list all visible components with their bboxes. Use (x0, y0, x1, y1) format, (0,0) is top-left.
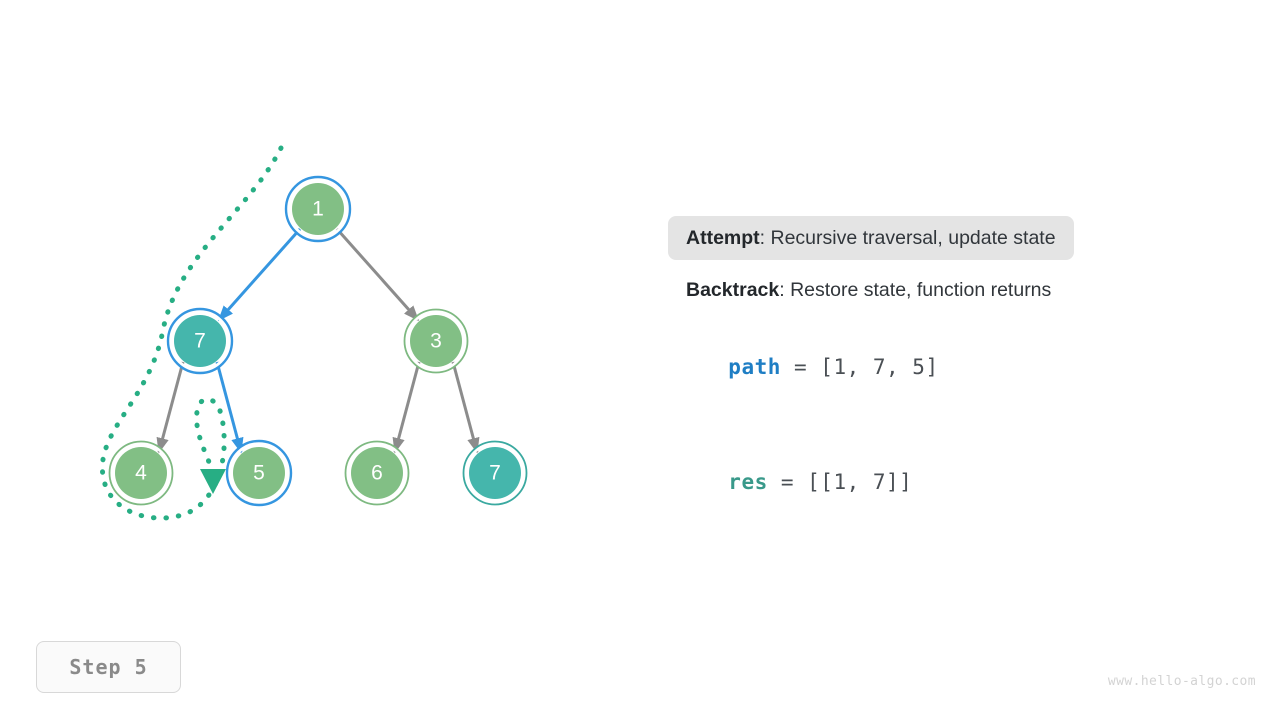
tree-edges (156, 228, 480, 454)
tree-node-6[interactable]: 6 (344, 440, 410, 506)
edge-7-to-4 (156, 361, 185, 454)
step-badge: Step 5 (36, 641, 181, 693)
tree-node-label: 4 (135, 462, 147, 485)
tree-node-1[interactable]: 1 (284, 175, 352, 243)
edge-1-to-7 (217, 228, 302, 322)
tree-node-label: 6 (371, 462, 383, 485)
edge-3-to-7 (451, 361, 480, 454)
tree-nodes: 1 7 3 4 5 6 (108, 175, 528, 507)
tree-node-3[interactable]: 3 (403, 308, 469, 374)
tree-node-label: 3 (430, 330, 442, 353)
attempt-label: Attempt (686, 227, 760, 249)
path-value: = [1, 7, 5] (780, 355, 939, 379)
edge-3-to-6 (392, 361, 421, 454)
tree-node-label: 1 (312, 198, 324, 221)
path-variable-line: path = [1, 7, 5] (702, 331, 939, 379)
res-keyword: res (728, 470, 768, 494)
backtrack-label: Backtrack (686, 279, 780, 302)
tree-node-7-right[interactable]: 7 (462, 440, 528, 506)
backtrack-trace-path (99, 145, 284, 521)
res-value: = [[1, 7]] (767, 470, 913, 494)
tree-node-label: 7 (194, 330, 206, 353)
tree-node-label: 5 (253, 462, 265, 485)
edge-7-to-5 (215, 361, 244, 454)
binary-tree-diagram: 1 7 3 4 5 6 (99, 145, 528, 521)
watermark-text: www.hello-algo.com (1107, 674, 1256, 689)
attempt-text: : Recursive traversal, update state (759, 227, 1056, 249)
tree-node-label: 7 (489, 462, 501, 485)
backtrack-text: : Restore state, function returns (779, 279, 1052, 302)
tree-node-5[interactable]: 5 (225, 439, 293, 507)
tree-node-7-left[interactable]: 7 (166, 307, 234, 375)
watermark: www.hello-algo.com (1108, 674, 1256, 689)
explanation-panel: Attempt: Recursive traversal, update sta… (668, 216, 1206, 313)
backtrack-line: Backtrack: Restore state, function retur… (686, 268, 1206, 312)
step-badge-label: Step 5 (69, 655, 148, 679)
res-variable-line: res = [[1, 7]] (702, 446, 912, 494)
tree-node-4[interactable]: 4 (108, 440, 174, 506)
edge-1-to-3 (335, 228, 420, 322)
attempt-line: Attempt: Recursive traversal, update sta… (668, 216, 1074, 261)
path-keyword: path (728, 355, 781, 379)
